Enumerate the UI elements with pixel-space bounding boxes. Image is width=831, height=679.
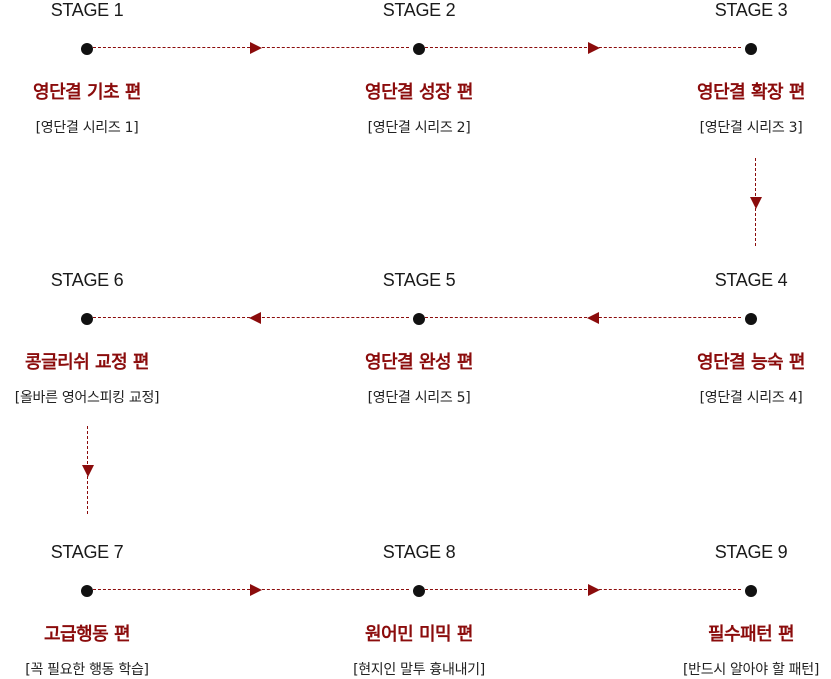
stage-dot (81, 43, 93, 55)
stage-subtitle: [현지인 말투 흉내내기] (353, 662, 485, 678)
stage-title: 영단결 완성 편 (365, 352, 473, 373)
stage-subtitle: [꼭 필요한 행동 학습] (25, 662, 149, 678)
arrow-left-icon (587, 312, 599, 324)
stage-subtitle: [영단결 시리즈 5] (367, 390, 471, 406)
stage-label: STAGE 2 (382, 0, 456, 20)
arrow-down-icon (750, 197, 762, 209)
stage-dot (413, 43, 425, 55)
stage-subtitle: [올바른 영어스피킹 교정] (14, 390, 160, 406)
stage-title: 필수패턴 편 (707, 624, 795, 645)
stage-subtitle: [영단결 시리즈 4] (699, 390, 803, 406)
stage-label: STAGE 7 (50, 542, 124, 562)
arrow-right-icon (250, 42, 262, 54)
connector-line (425, 589, 741, 590)
stage-dot (745, 43, 757, 55)
stage-dot (81, 585, 93, 597)
stage-title: 영단결 기초 편 (33, 82, 141, 103)
stage-label: STAGE 9 (714, 542, 788, 562)
stage-title: 영단결 성장 편 (365, 82, 473, 103)
arrow-down-icon (82, 465, 94, 477)
stage-subtitle: [영단결 시리즈 2] (367, 120, 471, 136)
stage-label: STAGE 4 (714, 270, 788, 290)
stage-dot (413, 585, 425, 597)
stage-dot (413, 313, 425, 325)
stage-dot (81, 313, 93, 325)
stage-subtitle: [영단결 시리즈 3] (699, 120, 803, 136)
arrow-right-icon (588, 42, 600, 54)
stage-label: STAGE 1 (50, 0, 124, 20)
arrow-right-icon (250, 584, 262, 596)
connector-line (425, 317, 741, 318)
connector-line (425, 47, 741, 48)
stage-label: STAGE 5 (382, 270, 456, 290)
stage-title: 콩글리쉬 교정 편 (25, 352, 149, 373)
stage-label: STAGE 8 (382, 542, 456, 562)
stage-subtitle: [영단결 시리즈 1] (35, 120, 139, 136)
stage-label: STAGE 6 (50, 270, 124, 290)
arrow-right-icon (588, 584, 600, 596)
stage-subtitle: [반드시 알아야 할 패턴] (683, 662, 819, 678)
stage-title: 영단결 능숙 편 (697, 352, 805, 373)
stage-title: 고급행동 편 (43, 624, 131, 645)
stage-dot (745, 313, 757, 325)
stage-label: STAGE 3 (714, 0, 788, 20)
stage-dot (745, 585, 757, 597)
stage-title: 영단결 확장 편 (697, 82, 805, 103)
stage-title: 원어민 미믹 편 (365, 624, 473, 645)
arrow-left-icon (249, 312, 261, 324)
